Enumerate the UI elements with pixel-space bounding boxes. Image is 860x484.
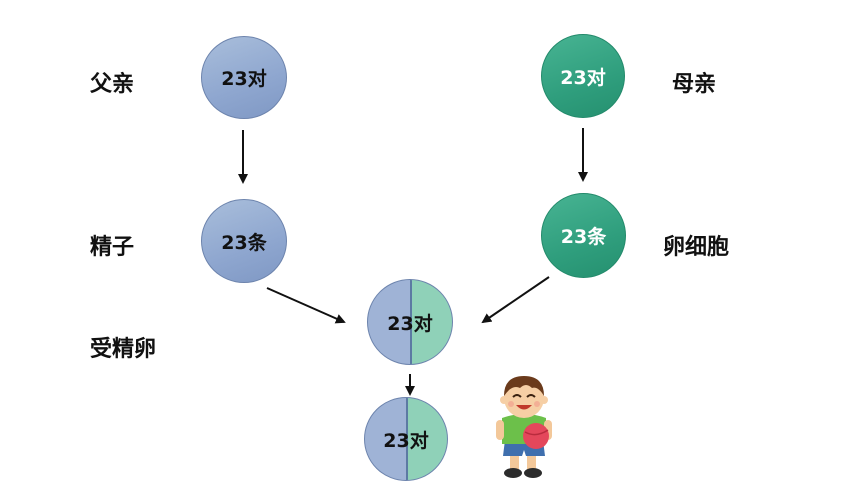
label-egg: 卵细胞 [663,235,730,260]
label-father: 父亲 [90,72,135,97]
father-cell-node: 23对 [201,36,287,119]
egg-cell-node: 23条 [541,193,626,278]
label-mother: 母亲 [672,72,717,97]
zygote-cell-node: 23对 [367,279,453,365]
father-cell-count: 23对 [221,68,267,90]
zygote-cell-count: 23对 [387,312,433,335]
arrow-egg-to-zygote [481,276,550,324]
mother-cell-count: 23对 [560,66,606,89]
label-sperm: 精子 [90,235,135,260]
egg-cell-count: 23条 [560,226,607,248]
arrow-sperm-to-zygote [266,287,346,324]
mother-cell-node: 23对 [541,34,625,118]
boy-holding-ball-icon [496,376,552,478]
sperm-cell-count: 23条 [221,231,267,254]
child-cell-node: 23对 [364,397,448,481]
child-cell-count: 23对 [383,429,429,452]
sperm-cell-node: 23条 [201,199,287,283]
label-zygote: 受精卵 [90,337,157,362]
